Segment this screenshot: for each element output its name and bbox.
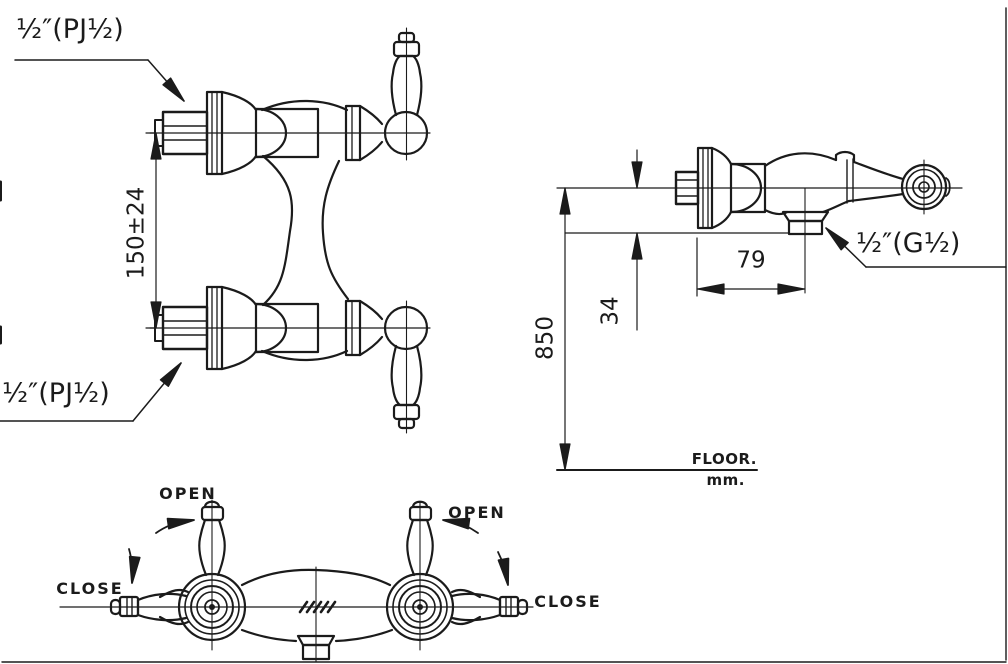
top-outlet: [296, 634, 336, 661]
open-label-left: OPEN: [159, 484, 217, 503]
close-label-right: CLOSE: [534, 592, 602, 611]
inlet-top-label: ½″(PJ½): [16, 14, 124, 45]
centerline-break-mark: [298, 600, 337, 614]
dim-wall-to-outlet: 79: [736, 247, 766, 274]
dim-150-lines: [149, 132, 162, 329]
sheet-edges: [0, 7, 1007, 663]
outlet-thread-label: ½″(G½): [856, 228, 961, 259]
close-arrow-right: [497, 551, 514, 587]
open-arrow-right: [441, 514, 479, 534]
dim-850-lines: [559, 187, 571, 471]
dim-inlet-spacing: 150±24: [123, 186, 150, 280]
right-lever: [450, 592, 529, 622]
front-body: [260, 99, 350, 362]
dim-79-lines: [696, 237, 806, 297]
units-label: mm.: [706, 471, 745, 489]
side-view: [556, 146, 1007, 471]
dim-34-lines: [631, 149, 643, 331]
side-outlet: [781, 187, 830, 294]
open-label-right: OPEN: [448, 503, 506, 522]
left-handle-up: [198, 500, 226, 577]
close-arrow-left: [126, 548, 141, 585]
close-label-left: CLOSE: [56, 579, 124, 598]
side-handle-endon: [900, 159, 951, 215]
leader-pj-bottom: [0, 359, 186, 422]
dim-outlet-drop: 34: [597, 296, 624, 326]
left-lever: [109, 592, 188, 622]
right-handle-up: [406, 500, 434, 577]
leader-g-outlet: [821, 223, 1007, 268]
inlet-bottom-label: ½″(PJ½): [2, 378, 110, 409]
open-arrow-left: [155, 514, 196, 534]
top-body: [158, 568, 482, 643]
front-view: [0, 26, 432, 435]
dim-height-from-floor: 850: [532, 316, 559, 360]
right-valve-hub: [385, 572, 455, 642]
top-view: [59, 499, 534, 663]
leader-pj-top: [14, 59, 189, 106]
floor-label: FLOOR.: [691, 450, 757, 468]
left-valve-hub: [177, 572, 247, 642]
